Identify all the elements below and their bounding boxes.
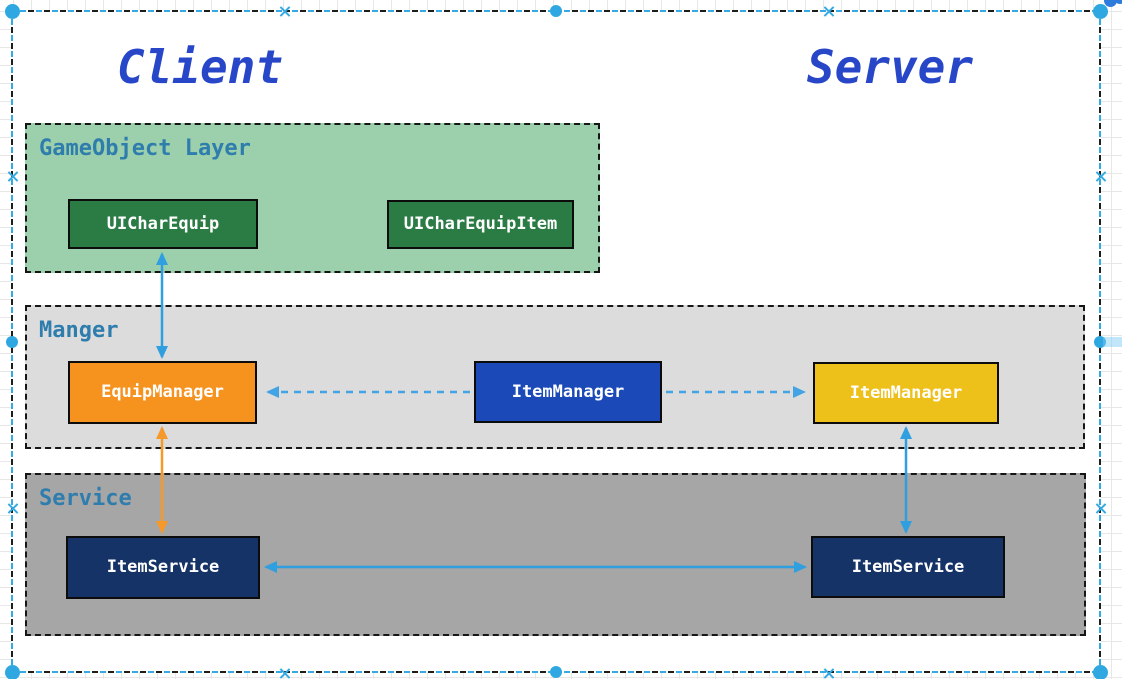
node-uicharequipitem-label: UICharEquipItem: [403, 214, 558, 234]
title-server[interactable]: Server: [806, 40, 974, 94]
offscreen-handle-icon: [1114, 0, 1122, 4]
selection-handle-top-left[interactable]: [5, 4, 20, 19]
layer-gameobject[interactable]: GameObject Layer: [25, 123, 600, 273]
layer-gameobject-label: GameObject Layer: [39, 136, 251, 161]
snap-x-mark-icon: [279, 668, 290, 679]
selection-handle-top-middle[interactable]: [550, 5, 562, 17]
snap-x-mark-icon: [1095, 503, 1106, 514]
snap-x-mark-icon: [7, 171, 18, 182]
selection-handle-bottom-left[interactable]: [5, 665, 20, 679]
node-itemmanager-server-label: ItemManager: [849, 382, 963, 403]
layer-service-label: Service: [39, 486, 132, 511]
node-itemservice-server-label: ItemService: [851, 556, 965, 577]
node-itemservice-server[interactable]: ItemService: [811, 536, 1005, 598]
snap-guide-highlight: [1103, 337, 1122, 347]
node-equipmanager[interactable]: EquipManager: [68, 361, 257, 424]
node-uicharequip[interactable]: UICharEquip: [68, 199, 258, 249]
snap-x-mark-icon: [279, 6, 290, 17]
title-client[interactable]: Client: [116, 40, 284, 94]
node-itemmanager-server[interactable]: ItemManager: [813, 362, 999, 424]
snap-x-mark-icon: [823, 6, 834, 17]
selection-handle-left-middle[interactable]: [6, 336, 18, 348]
snap-x-mark-icon: [823, 668, 834, 679]
node-itemmanager-client[interactable]: ItemManager: [474, 361, 662, 423]
snap-x-mark-icon: [1095, 171, 1106, 182]
selection-handle-right-middle[interactable]: [1094, 336, 1106, 348]
layer-manager-label: Manger: [39, 318, 119, 343]
node-itemmanager-client-label: ItemManager: [511, 381, 625, 402]
node-equipmanager-label: EquipManager: [101, 382, 224, 402]
node-uicharequipitem[interactable]: UICharEquipItem: [387, 200, 574, 249]
selection-handle-bottom-right[interactable]: [1093, 665, 1108, 679]
selection-handle-top-right[interactable]: [1093, 4, 1108, 19]
node-itemservice-client-label: ItemService: [106, 557, 220, 577]
selection-handle-bottom-middle[interactable]: [550, 666, 562, 678]
snap-x-mark-icon: [7, 503, 18, 514]
offscreen-handle-icon: [1104, 0, 1117, 7]
node-uicharequip-label: UICharEquip: [106, 213, 220, 234]
node-itemservice-client[interactable]: ItemService: [66, 536, 260, 599]
